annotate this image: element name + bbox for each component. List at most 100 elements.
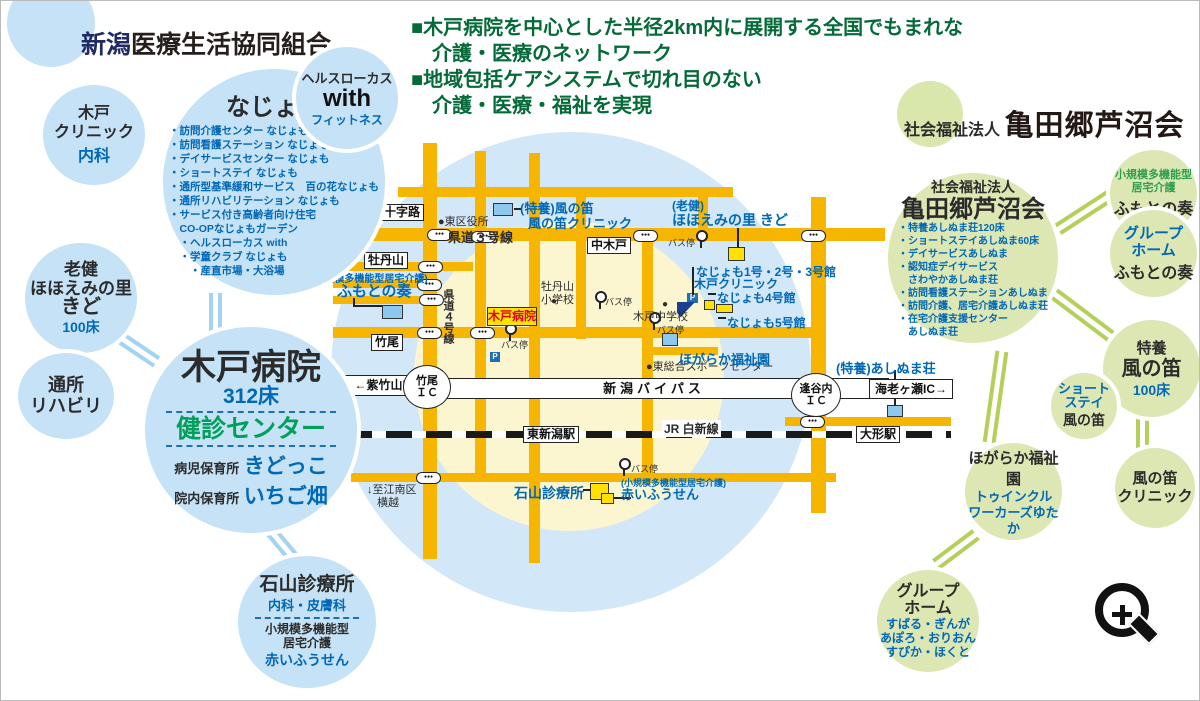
bubble-health-locus: ヘルスローカス with フィットネス (292, 43, 402, 153)
road (398, 187, 733, 197)
zoom-lens (1095, 583, 1149, 637)
headline-line: ■地域包括ケアシステムで切れ目のない (411, 69, 762, 91)
zoom-handle (1127, 612, 1161, 646)
parking-icon: P (687, 293, 698, 303)
busstop-oval: ●●● (427, 229, 452, 241)
road-label-kendo4: 県道４号線 (442, 289, 454, 344)
bubble-ashinuma-main: 社会福祉法人 亀田郷芦沼会 ・特養あしぬま荘120床・ショートステイあしぬま60… (884, 169, 1062, 347)
parking-icon: P (490, 352, 500, 362)
road (475, 151, 486, 481)
niigata-bypass: 新潟バイパス (419, 378, 889, 399)
poi-najomo5: なじょも5号館 (727, 316, 806, 330)
bubble-rouken-hohoemi: 老健ほほえみの里 きど 100床 (21, 239, 141, 357)
hospital-name: 木戸病院 (180, 348, 321, 387)
busstop-oval: ●●● (800, 416, 825, 428)
bubble-kazenofue-short: ショートステイ 風の笛 (1047, 369, 1121, 443)
bldg-ishiyama2 (601, 493, 614, 504)
ashinuma-org-prefix: 社会福祉法人 (904, 122, 1001, 139)
busstop-oval: ●●● (419, 294, 444, 306)
bubble-kazenofue-tokuyo: 特養 風の笛 100床 (1099, 316, 1199, 421)
road-kendo4 (423, 143, 437, 559)
bldg-fumoto (382, 305, 403, 319)
busstop-oval: ●●● (633, 230, 658, 242)
busstop-label: バス停 (668, 238, 696, 248)
connector-line (353, 305, 382, 307)
connector-line (718, 317, 726, 319)
busstop-icon (595, 291, 607, 309)
headline-line: 介護・医療・福祉を実現 (432, 95, 652, 117)
busstop-oval: ●●● (801, 230, 826, 242)
poi-dot: ● (662, 299, 669, 310)
bldg-najomo4b (716, 304, 733, 313)
busstop-icon (649, 312, 661, 330)
busstop-icon (619, 458, 631, 476)
poi-akai-map: (小規模多機能型居宅介護) 赤いふうせん (621, 478, 726, 502)
coop-title-prefix: 新潟 (81, 31, 132, 59)
label-nakakido: 中木戸 (587, 237, 632, 254)
busstop-oval: ●●● (416, 472, 441, 484)
poi-fumoto-map: (小規模多機能型居宅介護) ふもとの奏 (311, 274, 428, 300)
station-higashi-niigata: 東新潟駅 (523, 426, 580, 443)
label-botanyama: 牡丹山 (364, 252, 409, 269)
connector-line (583, 489, 590, 491)
busstop-label: バス停 (501, 340, 529, 350)
road (642, 229, 653, 483)
busstop-oval: ●●● (417, 327, 442, 339)
headline-line: ■木戸病院を中心とした半径2km内に展開する全国でもまれな (411, 17, 964, 39)
kenshin-center: 健診センター (175, 415, 326, 443)
connector-line (708, 293, 716, 295)
connector-line (514, 208, 521, 210)
poi-hogaraka-map: ほがらか福祉園 (679, 352, 771, 367)
headline-line: 介護・医療のネットワーク (432, 43, 672, 65)
hospital-map-box: 木戸病院 (487, 307, 537, 326)
poi-kido-chugakko: 木戸中学校 (633, 311, 688, 323)
poi-kuyakusho: ●東区役所 (438, 216, 489, 228)
headline: ■木戸病院を中心とした半径2km内に展開する全国でもまれな 介護・医療のネットワ… (411, 15, 963, 119)
poi-ishiyama-map: 石山診療所 (514, 485, 584, 501)
bubble-kido-hospital: 木戸病院 312床 健診センター 病児保育所 きどっこ 院内保育所 いちご畑 (141, 323, 361, 537)
road (642, 347, 718, 355)
road (333, 280, 441, 288)
poi-dot: ● (551, 296, 558, 307)
decorative-circle-green (897, 81, 963, 147)
busstop-label: バス停 (657, 325, 685, 335)
ashinuma-org-title: 社会福祉法人 亀田郷芦沼会 (904, 102, 1184, 144)
ic-ebigase: 海老ヶ瀬IC→ (869, 379, 953, 399)
bubble-ishiyama: 石山診療所 内科・皮膚科 小規模多機能型居宅介護 赤いふうせん (234, 552, 380, 692)
busstop-oval: ●●● (471, 231, 496, 243)
poi-ashinuma-map: (特養)あしぬま荘 (836, 361, 936, 376)
poi-najomo4: なじょも4号館 (717, 291, 796, 305)
link-main-kazenofue (1050, 288, 1116, 343)
link-najomo-hospital (209, 293, 222, 333)
busstop-label: バス停 (631, 464, 659, 474)
poi-najomo123: なじょも1号・2号・3号館 (696, 265, 837, 279)
jr-line-label: JR 白新線 (662, 420, 721, 437)
poi-sports-center: ●東総合スポーツセンター (646, 361, 774, 373)
zoom-in-icon[interactable] (1093, 581, 1161, 646)
bldg-kazenofue (493, 203, 513, 216)
road (698, 187, 708, 237)
bubble-group-home: グループホーム すばる・ぎんが あぽろ・おりおん すぴか・ほくと (873, 566, 983, 676)
poi-konan: ↓至江南区横越 (367, 484, 417, 509)
road (576, 187, 586, 339)
connector-line (737, 228, 739, 247)
label-takeo: 竹尾 (371, 334, 404, 351)
connector-line (692, 267, 694, 295)
bubble-najomo: なじょも ・訪問介護センター なじょも・訪問看護ステーション なじょも ・デイサ… (159, 65, 389, 299)
road (529, 153, 540, 563)
bubble-hogaraka: ほがらか福祉園 トゥインクルワーカーズゆたか (961, 439, 1066, 544)
road (333, 296, 441, 304)
coop-title: 新潟医療生活協同組合 (81, 25, 331, 61)
road-center (333, 327, 816, 338)
busstop-oval: ●●● (470, 327, 495, 339)
poi-botanyama-shogakko: 牡丹山小学校 (541, 281, 574, 306)
road-south (351, 473, 836, 482)
jr-hakushin-line (346, 431, 951, 438)
hospital-beds: 312床 (222, 385, 280, 408)
bldg-najomo4a (704, 300, 715, 310)
bubble-kido-clinic: 木戸クリニック 内科 (39, 81, 149, 189)
poi-kido-clinic-map: 木戸クリニック (694, 277, 779, 291)
connector-line (614, 497, 631, 499)
